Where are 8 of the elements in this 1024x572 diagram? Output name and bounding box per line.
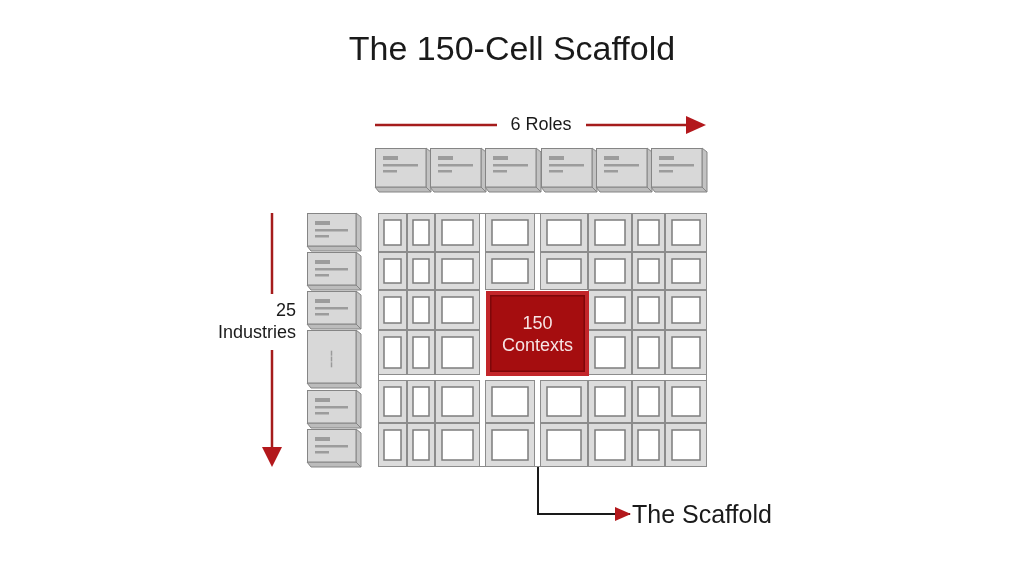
- highlighted-block: [486, 291, 589, 376]
- tile-grid: [378, 213, 707, 467]
- axis-label: 25 Industries: [216, 299, 296, 343]
- connector-arrow: [537, 466, 631, 521]
- callout-label: The Scaffold: [632, 498, 772, 530]
- block-label: 150 Contexts: [500, 311, 574, 356]
- axis-label: 6 Roles: [509, 113, 573, 135]
- diagram-title: The 150-Cell Scaffold: [347, 28, 677, 69]
